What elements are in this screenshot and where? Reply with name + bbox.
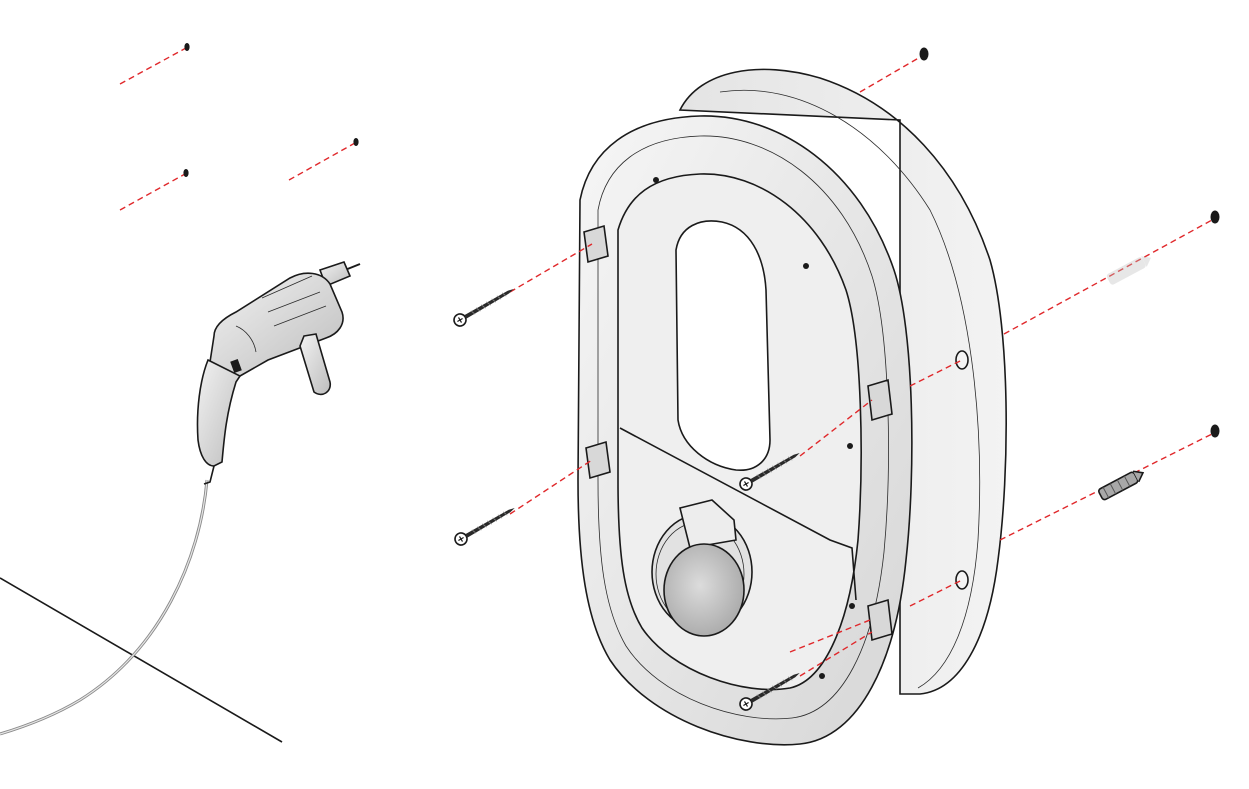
socket-cap — [663, 543, 745, 637]
drill-hole-group-right — [859, 47, 1220, 607]
screw-icon — [739, 453, 800, 491]
drill-hole-icon — [1210, 210, 1220, 224]
drill-hole-icon — [184, 43, 190, 51]
back-plate — [678, 68, 1007, 695]
wall-plug-icon — [1106, 256, 1151, 285]
guide-line — [799, 631, 873, 677]
housing-window — [675, 220, 771, 471]
wallbox-housing-icon — [577, 115, 913, 746]
guide-line — [509, 459, 593, 515]
mounting-plate — [678, 68, 1007, 695]
screw-icon — [454, 508, 515, 546]
guide-line — [799, 399, 873, 457]
mounting-lug — [585, 440, 611, 480]
mounting-lug — [867, 378, 893, 422]
guide-line — [509, 243, 593, 293]
hammer-drill-icon — [0, 261, 361, 736]
drill-hole-icon — [1210, 424, 1220, 438]
drill-hole-icon — [919, 47, 929, 61]
wall-plug-icon — [1098, 470, 1145, 501]
plate-hole — [955, 350, 969, 370]
plate-hole — [955, 570, 969, 590]
guide-line — [119, 47, 187, 85]
guide-line — [119, 173, 186, 211]
drill-hole-group-left — [119, 43, 359, 211]
mounting-lug — [867, 598, 893, 642]
drill-grip — [196, 358, 242, 467]
guide-line — [789, 619, 871, 653]
screw-icon — [739, 673, 800, 711]
mounting-lug — [583, 224, 609, 264]
guide-line — [859, 55, 923, 93]
floor-line — [0, 577, 283, 743]
guide-line — [288, 142, 356, 181]
drill-side-handle — [299, 333, 332, 396]
drill-hole-icon — [353, 138, 359, 146]
drill-cable — [0, 479, 209, 736]
housing-rim — [597, 135, 889, 720]
screw-icon — [453, 289, 514, 327]
drill-hole-icon — [183, 169, 189, 177]
charging-socket — [651, 499, 753, 637]
screw-group — [453, 243, 873, 711]
